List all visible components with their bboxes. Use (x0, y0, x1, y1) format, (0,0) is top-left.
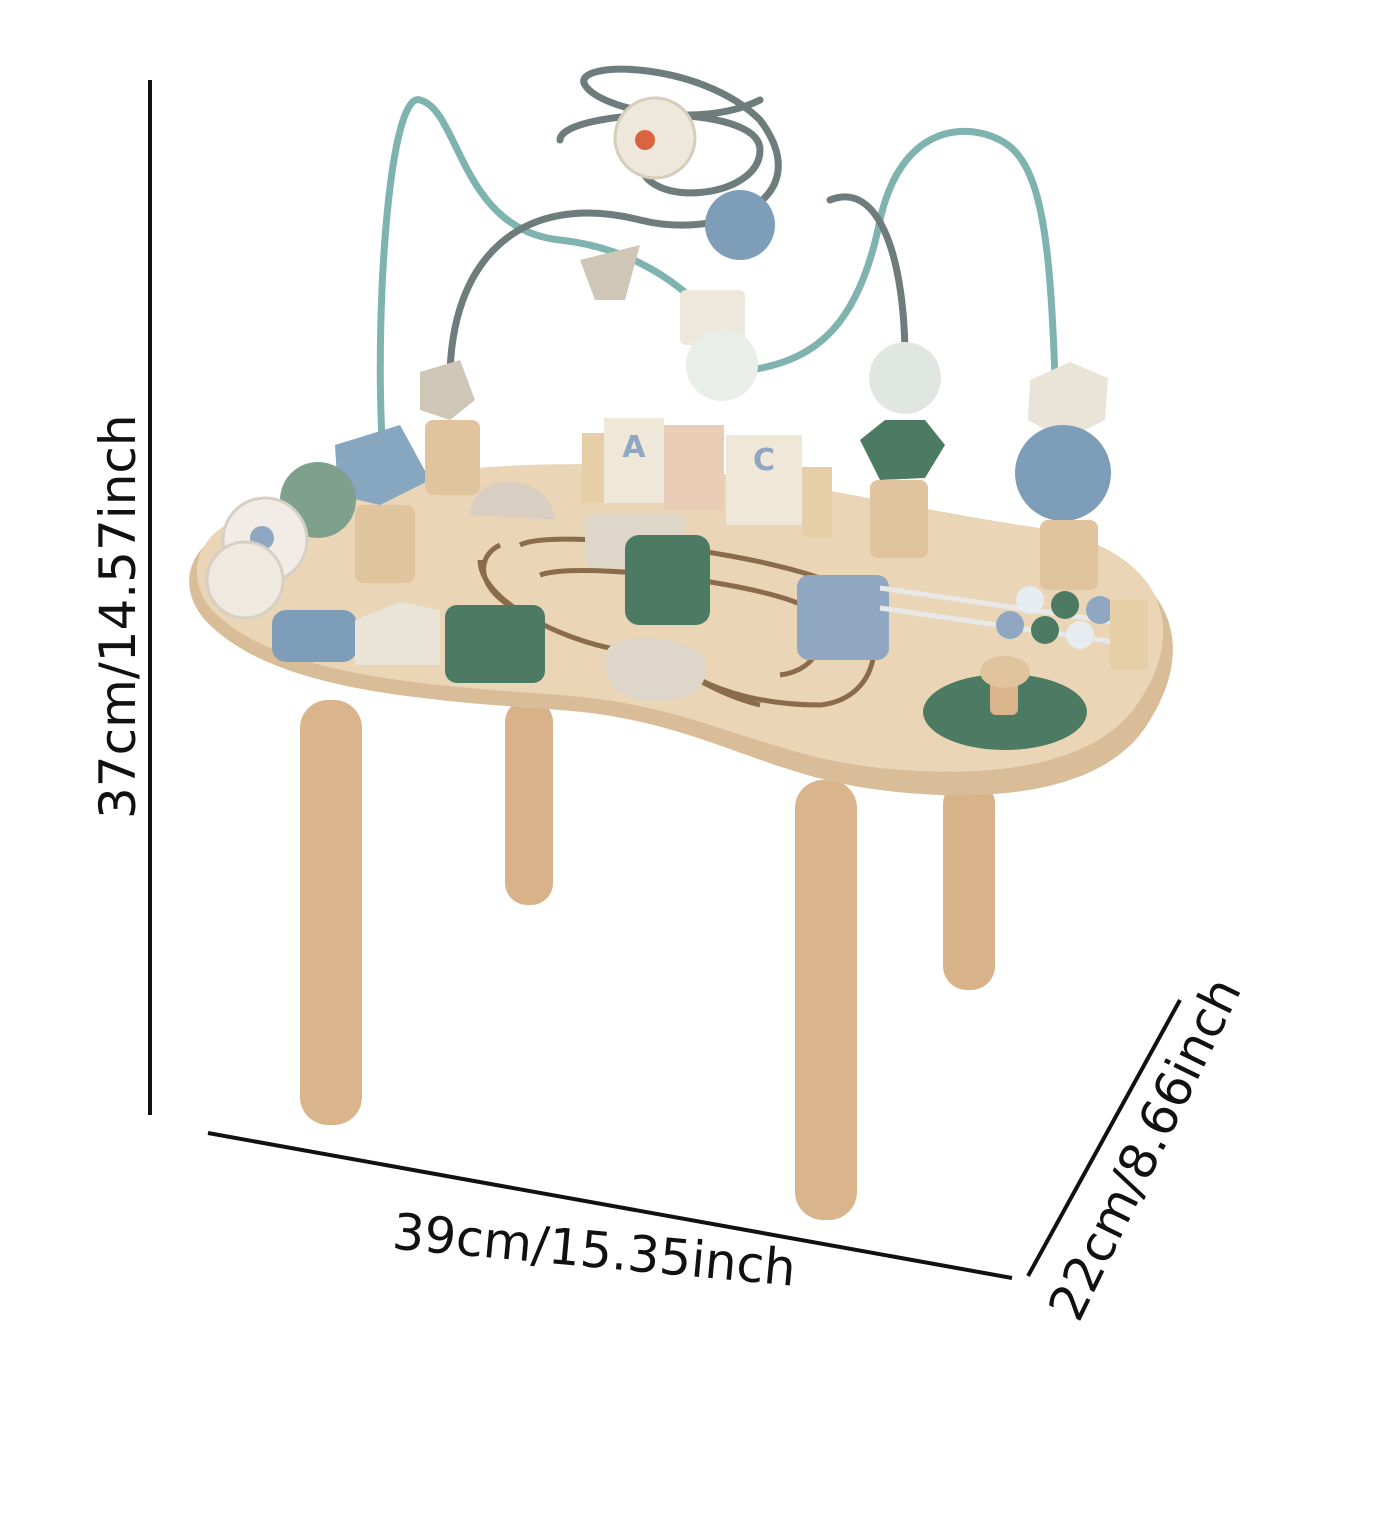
knob-top (980, 656, 1030, 688)
table-leg-front-left (300, 700, 362, 1125)
block-c (726, 435, 802, 525)
leaf-hexagon-bead (1028, 362, 1108, 440)
table-leg-front-right (795, 780, 857, 1220)
wood-post-2 (355, 505, 415, 583)
table-leg-back-left (505, 700, 553, 905)
gray-hexagon-bead (420, 360, 475, 420)
green-hexagon-bead (860, 420, 945, 480)
table-leg-back-right (943, 780, 995, 990)
abacus-bead (1031, 616, 1059, 644)
blue-square-bead (335, 425, 430, 505)
triangle-bead (580, 245, 640, 300)
raccoon-piece (604, 637, 706, 701)
height-dimension-label: 37cm/14.57inch (89, 414, 147, 819)
rainbow-piece (470, 481, 555, 520)
wood-post-4 (1040, 520, 1098, 590)
cloud-blue-piece (272, 610, 357, 662)
elephant-green-piece (625, 535, 710, 625)
phone-piece (445, 605, 545, 683)
wood-post-1 (425, 420, 480, 495)
abacus-bead (996, 611, 1024, 639)
abc-frame-right (802, 467, 832, 537)
abacus-bead (1051, 591, 1079, 619)
deer-disc-bead (1015, 425, 1111, 521)
block-a (604, 418, 664, 503)
wood-post-3 (870, 480, 928, 558)
abacus-end-block (1110, 600, 1148, 670)
block-middle (664, 425, 724, 510)
bird-icon (635, 130, 655, 150)
depth-dimension-line (1026, 999, 1182, 1277)
blue-ball-bead (705, 190, 775, 260)
elephant-blue-piece (797, 575, 889, 660)
bead-maze-wires (376, 65, 1059, 444)
abacus-bead (1086, 596, 1114, 624)
knob-stem (990, 680, 1018, 715)
white-ball-bead (686, 329, 758, 401)
block-a-letter: A (622, 430, 646, 465)
block-c-letter: C (753, 443, 775, 478)
bird-disc-bead (613, 96, 697, 180)
pale-ball-bead-right (869, 342, 941, 414)
cream-gear (205, 540, 285, 620)
abacus-bead (1066, 621, 1094, 649)
house-piece (355, 602, 440, 665)
abacus-bead (1016, 586, 1044, 614)
width-dimension-line (207, 1131, 1013, 1280)
